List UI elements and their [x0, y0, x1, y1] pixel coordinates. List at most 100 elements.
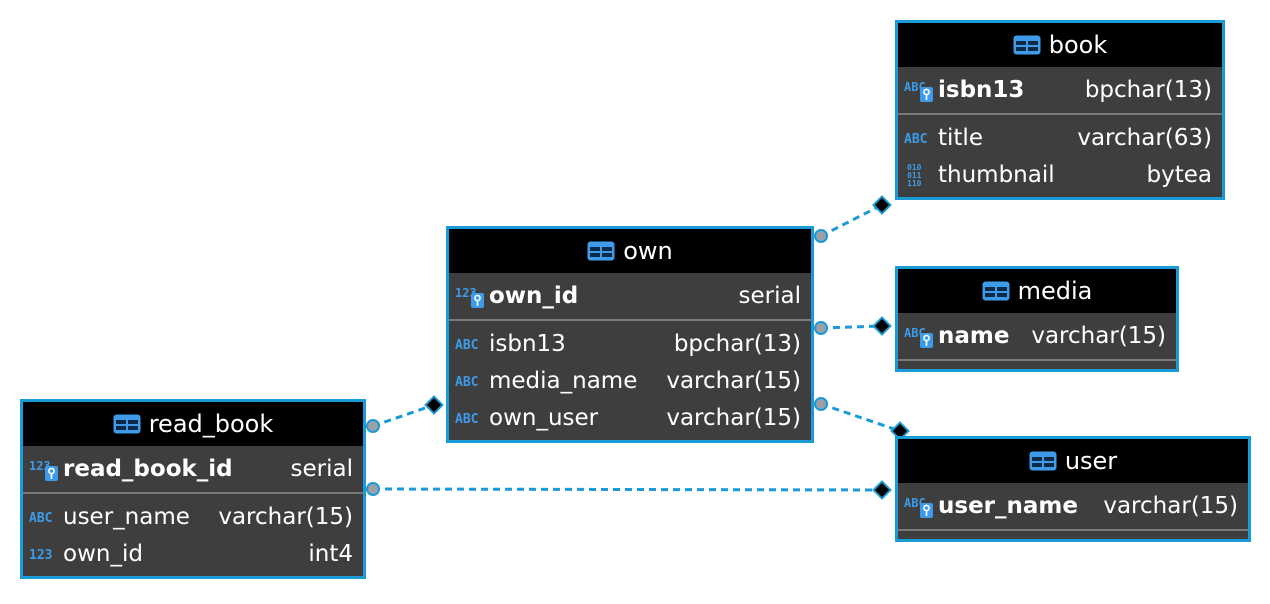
relation-own-to-book[interactable]: [814, 195, 892, 243]
relation-line: [372, 403, 435, 428]
relation-line: [372, 487, 883, 492]
entity-title: read_book: [148, 410, 274, 438]
table-icon: [587, 241, 615, 261]
num-icon: 123: [29, 548, 52, 563]
column-row[interactable]: 123 own_id int4: [23, 535, 363, 572]
column-name: own_id: [489, 282, 579, 309]
relation-source-dot: [814, 229, 828, 243]
svg-text:ABC: ABC: [455, 412, 478, 427]
entity-header[interactable]: read_book: [23, 402, 363, 446]
relation-read_book-to-own[interactable]: [366, 395, 444, 433]
relation-line: [820, 402, 901, 433]
column-name: isbn13: [489, 330, 566, 357]
entity-header[interactable]: user: [898, 439, 1248, 483]
column-type: bpchar(13): [1084, 76, 1212, 103]
column-name: own_id: [63, 540, 143, 567]
column-type: bytea: [1146, 161, 1212, 188]
svg-text:110: 110: [907, 179, 922, 188]
relation-target-diamond: [872, 195, 892, 215]
column-type: serial: [290, 455, 353, 482]
entity-title: book: [1048, 31, 1108, 59]
abc-icon: ABC: [455, 338, 478, 353]
relation-target-diamond: [424, 395, 444, 415]
column-name: media_name: [489, 367, 638, 394]
column-type: varchar(15): [1103, 492, 1238, 519]
svg-text:ABC: ABC: [455, 375, 478, 390]
attribute-section: ABC isbn13 bpchar(13) ABC media_name varchar(…: [449, 321, 811, 440]
relation-source-dot: [366, 482, 380, 496]
abc-key-icon: ABC: [904, 496, 933, 518]
entity-header[interactable]: media: [898, 269, 1176, 313]
entity-title: media: [1017, 277, 1093, 305]
num-key-icon: 123: [455, 286, 484, 308]
svg-text:011: 011: [907, 171, 922, 180]
relation-target-diamond: [872, 480, 892, 500]
relation-own-to-media[interactable]: [814, 316, 892, 336]
relation-line: [820, 203, 883, 238]
attribute-section: ABC user_name varchar(15) 123 own_id int4: [23, 494, 363, 576]
svg-text:ABC: ABC: [904, 132, 927, 147]
relation-target-diamond: [890, 421, 910, 441]
column-type: int4: [308, 540, 353, 567]
relation-source-dot: [814, 397, 828, 411]
table-icon: [1013, 35, 1041, 55]
column-type: serial: [738, 282, 801, 309]
column-name: user_name: [63, 503, 190, 530]
column-row[interactable]: ABC media_name varchar(15): [449, 362, 811, 399]
table-icon: [1029, 451, 1057, 471]
column-type: varchar(15): [1031, 322, 1166, 349]
abc-icon: ABC: [29, 511, 52, 526]
table-icon: [113, 414, 141, 434]
table-icon: [982, 281, 1010, 301]
abc-icon: ABC: [455, 412, 478, 427]
column-row[interactable]: ABC isbn13 bpchar(13): [449, 325, 811, 362]
column-name: own_user: [489, 404, 599, 431]
relation-read_book-to-user[interactable]: [366, 480, 892, 500]
column-name: user_name: [938, 492, 1078, 519]
abc-key-icon: ABC: [904, 80, 933, 102]
column-name: thumbnail: [938, 161, 1055, 188]
entity-header[interactable]: own: [449, 229, 811, 273]
column-name: isbn13: [938, 76, 1025, 103]
relation-source-dot: [814, 321, 828, 335]
relation-target-diamond: [872, 316, 892, 336]
relation-own-to-user[interactable]: [814, 397, 910, 441]
column-name: read_book_id: [63, 455, 233, 482]
svg-text:ABC: ABC: [455, 338, 478, 353]
column-name: title: [938, 124, 983, 151]
relation-line: [820, 324, 883, 330]
column-type: varchar(15): [666, 367, 801, 394]
column-type: varchar(15): [218, 503, 353, 530]
entity-title: own: [623, 237, 673, 265]
column-type: bpchar(13): [673, 330, 801, 357]
abc-icon: ABC: [904, 132, 927, 147]
column-row[interactable]: ABC user_name varchar(15): [23, 498, 363, 535]
relation-source-dot: [366, 419, 380, 433]
entity-title: user: [1064, 447, 1118, 475]
attribute-section: [898, 531, 1248, 539]
entity-header[interactable]: book: [898, 23, 1222, 67]
svg-text:ABC: ABC: [29, 511, 52, 526]
